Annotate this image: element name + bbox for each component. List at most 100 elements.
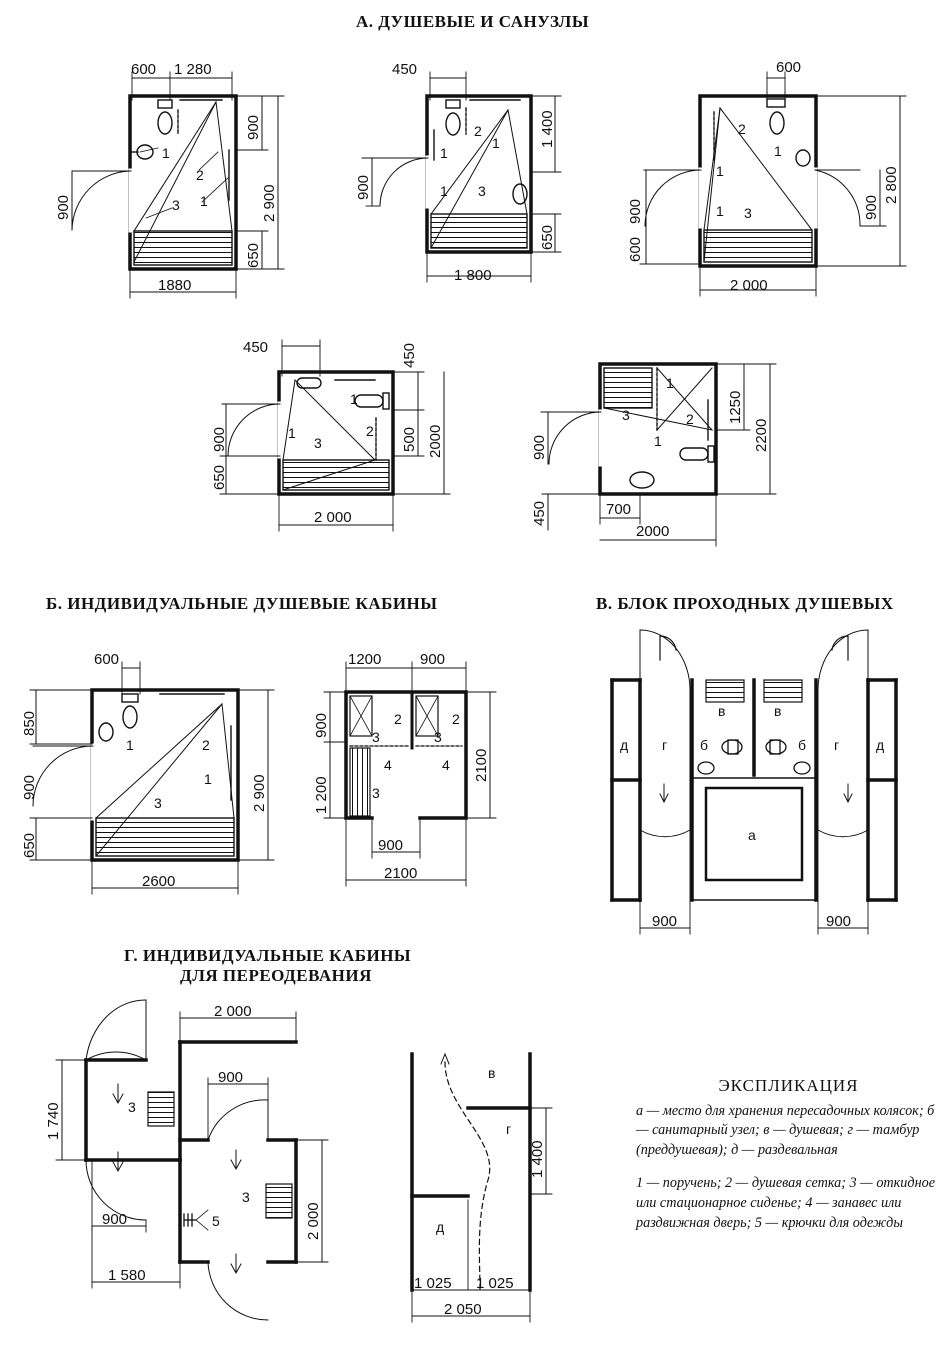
- dim-a3-2800: 2 800: [883, 166, 900, 204]
- dim-a4-500: 500: [401, 427, 418, 452]
- dim-g1-900bottom: 900: [102, 1211, 127, 1228]
- legend-title: ЭКСПЛИКАЦИЯ: [718, 1076, 859, 1095]
- marker-1: 1: [162, 145, 170, 161]
- plan-a5-shower-wc: [540, 362, 777, 547]
- dim-a4-2000h: 2 000: [314, 509, 352, 526]
- label-v-left: в: [718, 703, 725, 719]
- label-v-right: в: [774, 703, 781, 719]
- label-d: д: [436, 1219, 444, 1235]
- dim-a5-2200: 2200: [753, 419, 770, 452]
- label-b-left: б: [700, 737, 708, 753]
- dim-g2-2050: 2 050: [444, 1301, 482, 1318]
- dim-b1-2900: 2 900: [251, 774, 268, 812]
- marker-1: 1: [200, 193, 208, 209]
- dim-b1-850: 850: [21, 711, 38, 736]
- dim-a3-600b: 600: [627, 237, 644, 262]
- plan-v-walkthrough-showers: [610, 629, 898, 935]
- legend-rooms: а — место для хранения пересадочных коля…: [636, 1102, 935, 1158]
- dim-a1-900v: 900: [245, 115, 262, 140]
- dim-b2-2100h: 2100: [384, 865, 417, 882]
- section-b-title: Б. ИНДИВИДУАЛЬНЫЕ ДУШЕВЫЕ КАБИНЫ: [46, 594, 438, 613]
- marker-3: 3: [128, 1099, 136, 1115]
- dim-a1-1880: 1880: [158, 277, 191, 294]
- dim-b1-650: 650: [21, 833, 38, 858]
- dim-a3-2000: 2 000: [730, 277, 768, 294]
- marker-2: 2: [474, 123, 482, 139]
- dim-b2-900bottom: 900: [378, 837, 403, 854]
- marker-3: 3: [154, 795, 162, 811]
- dim-a1-1280: 1 280: [174, 61, 212, 78]
- dim-a1-2900: 2 900: [261, 184, 278, 222]
- dim-b1-900: 900: [21, 775, 38, 800]
- label-b-right: б: [798, 737, 806, 753]
- marker-2: 2: [738, 121, 746, 137]
- section-g-title-line1: Г. ИНДИВИДУАЛЬНЫЕ КАБИНЫ: [124, 946, 412, 965]
- label-g: г: [506, 1121, 511, 1137]
- dim-a1-650: 650: [245, 243, 262, 268]
- marker-3: 3: [434, 729, 442, 745]
- dim-g1-1580: 1 580: [108, 1267, 146, 1284]
- dim-a2-900: 900: [355, 175, 372, 200]
- marker-3: 3: [172, 197, 180, 213]
- dim-g2-1025left: 1 025: [414, 1275, 452, 1292]
- section-g-title-line2: ДЛЯ ПЕРЕОДЕВАНИЯ: [180, 966, 372, 985]
- dim-v-900left: 900: [652, 913, 677, 930]
- label-v: в: [488, 1065, 495, 1081]
- marker-1: 1: [440, 145, 448, 161]
- marker-3: 3: [372, 729, 380, 745]
- dim-a2-1800: 1 800: [454, 267, 492, 284]
- dim-a5-450: 450: [531, 501, 548, 526]
- marker-1: 1: [716, 203, 724, 219]
- dim-g2-1400: 1 400: [529, 1140, 546, 1178]
- label-g-right: г: [834, 737, 839, 753]
- dim-b2-900v: 900: [313, 713, 330, 738]
- dim-a1-900door: 900: [55, 195, 72, 220]
- dim-a5-2000: 2000: [636, 523, 669, 540]
- dim-a2-650: 650: [539, 225, 556, 250]
- marker-2: 2: [366, 423, 374, 439]
- marker-1: 1: [666, 375, 674, 391]
- marker-3: 3: [744, 205, 752, 221]
- dim-a4-2000v: 2000: [427, 425, 444, 458]
- legend-explication: ЭКСПЛИКАЦИЯ а — место для хранения перес…: [636, 1076, 941, 1247]
- dim-b2-1200: 1200: [348, 651, 381, 668]
- dim-a4-900: 900: [211, 427, 228, 452]
- dim-a2-450: 450: [392, 61, 417, 78]
- dim-g2-1025right: 1 025: [476, 1275, 514, 1292]
- marker-5: 5: [212, 1213, 220, 1229]
- marker-2: 2: [202, 737, 210, 753]
- label-d-right: д: [876, 737, 884, 753]
- marker-3: 3: [242, 1189, 250, 1205]
- marker-4: 4: [442, 757, 450, 773]
- dim-b2-900top: 900: [420, 651, 445, 668]
- dim-b1-2600: 2600: [142, 873, 175, 890]
- dim-a5-1250: 1250: [727, 391, 744, 424]
- marker-2: 2: [196, 167, 204, 183]
- dim-a2-1400: 1 400: [539, 110, 556, 148]
- marker-1: 1: [288, 425, 296, 441]
- label-a: а: [748, 827, 756, 843]
- plan-g2-corridor: [410, 1052, 553, 1323]
- dim-g1-2000top: 2 000: [214, 1003, 252, 1020]
- marker-1: 1: [350, 391, 358, 407]
- label-d-left: д: [620, 737, 628, 753]
- plan-a2-shower-wc: [361, 71, 562, 283]
- marker-1: 1: [774, 143, 782, 159]
- dim-v-900right: 900: [826, 913, 851, 930]
- marker-2: 2: [686, 411, 694, 427]
- dim-g1-900top: 900: [218, 1069, 243, 1086]
- dim-a3-600: 600: [776, 59, 801, 76]
- dim-a4-450top: 450: [243, 339, 268, 356]
- marker-1: 1: [126, 737, 134, 753]
- dim-g1-2000v: 2 000: [305, 1202, 322, 1240]
- dim-a1-600: 600: [131, 61, 156, 78]
- dim-b1-600: 600: [94, 651, 119, 668]
- label-g-left: г: [662, 737, 667, 753]
- section-a-title: А. ДУШЕВЫЕ И САНУЗЛЫ: [356, 12, 590, 31]
- dim-a4-650: 650: [211, 465, 228, 490]
- dim-a3-900right: 900: [863, 195, 880, 220]
- plan-a1-shower-wc: [71, 71, 285, 299]
- plan-b2-shower-cabins: [323, 661, 497, 887]
- dim-a5-700: 700: [606, 501, 631, 518]
